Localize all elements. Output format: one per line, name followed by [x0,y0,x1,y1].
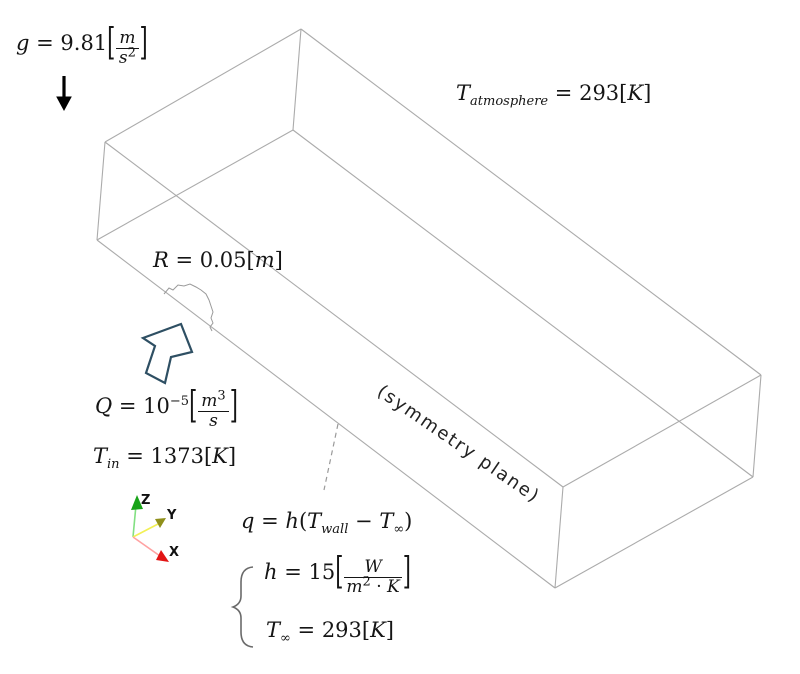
axis-x-label: X [169,545,180,560]
flux-leader-line [323,423,339,491]
ambient-temperature-label: T∞ = 293[K] [266,618,394,647]
inlet-temperature-label: Tin = 1373[K] [93,444,237,473]
axis-z-arrowhead [131,495,143,510]
atmosphere-temperature-label: Tatmosphere = 293[K] [456,81,652,110]
box-edge [104,141,564,488]
heat-flux-equation: q = h(Twall − T∞) [241,509,413,538]
box-edge [562,374,762,488]
open-bracket: [ [335,549,344,593]
inlet-radius-label: R = 0.05[m] [153,248,283,272]
open-bracket: [ [107,20,116,64]
axis-x-arrowhead [156,550,169,562]
open-bracket: [ [189,383,198,427]
gravity-arrow [56,76,72,112]
box-wireframe [96,28,762,589]
axis-y-line [132,523,159,538]
axis-x-line [132,536,161,557]
inlet-notch [163,283,214,332]
box-edge [554,476,754,589]
close-bracket: ] [402,549,411,593]
box-edge [752,374,762,478]
gravity-symbol: g [16,31,30,56]
parameter-brace [230,566,254,648]
box-edge [292,28,302,131]
box-edge [300,28,762,376]
box-edge [96,129,294,241]
box-edge [96,239,556,589]
axis-y-label: Y [167,508,177,523]
box-edge [554,486,564,589]
close-bracket: ] [229,383,238,427]
axis-z-label: Z [141,493,151,508]
inlet-flow-arrow [140,322,194,385]
box-edge [292,129,754,478]
box-edge [104,28,302,143]
box-edge [96,141,106,241]
coordinate-triad [131,495,169,562]
axis-y-arrowhead [155,518,166,528]
axis-z-line [132,504,137,538]
close-bracket: ] [139,20,148,64]
